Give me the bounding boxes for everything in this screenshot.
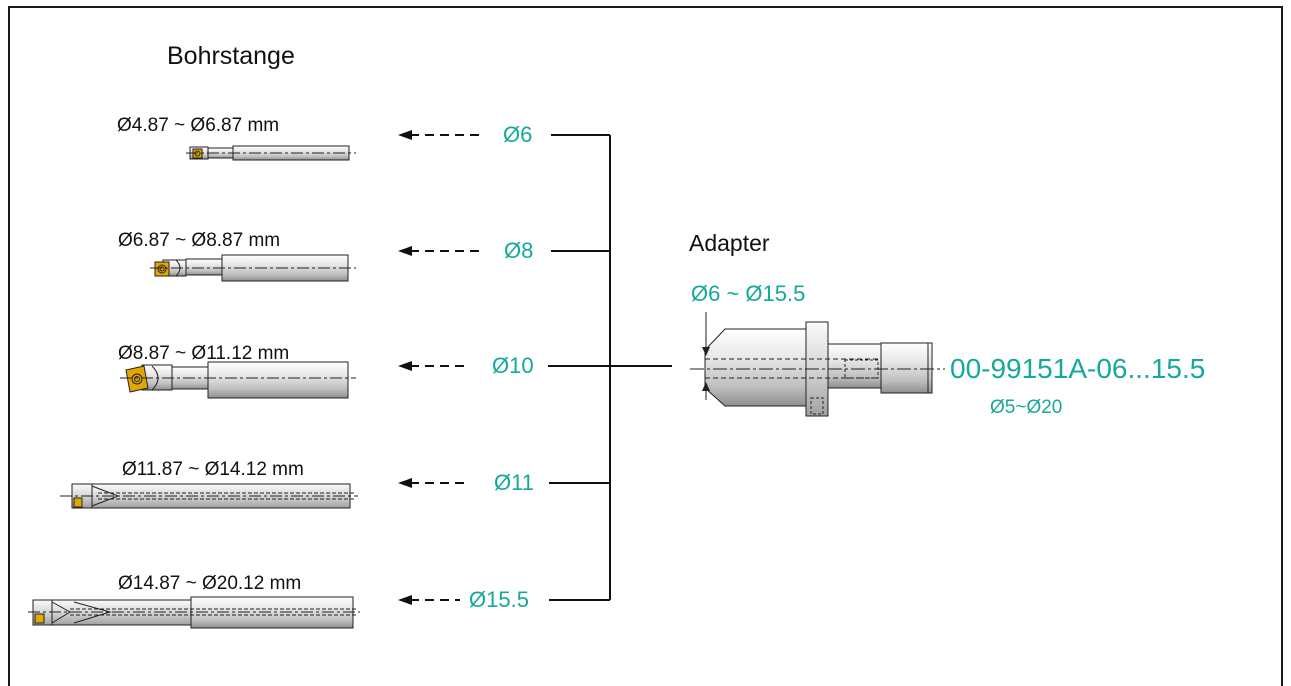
adapter-part-number: 00-99151A-06...15.5: [950, 353, 1206, 384]
shank-diameter-label-5: Ø15.5: [469, 587, 529, 612]
shank-diameter-label-4: Ø11: [494, 470, 534, 495]
boring-bar-4-image: [60, 483, 358, 509]
bar-range-label-4: Ø11.87 ~ Ø14.12 mm: [122, 459, 304, 480]
connector-bracket: [548, 134, 672, 601]
arrow-4: [398, 478, 470, 488]
arrow-1: [398, 130, 480, 140]
boring-bar-2-image: [150, 254, 356, 282]
adapter-image: [690, 312, 945, 417]
arrow-3: [398, 361, 468, 371]
shank-diameter-label-2: Ø8: [504, 238, 534, 263]
bar-range-label-1: Ø4.87 ~ Ø6.87 mm: [117, 115, 280, 136]
diagram-frame: [8, 6, 1283, 686]
adapter-title: Adapter: [689, 230, 770, 256]
boring-bar-3-image: [120, 361, 356, 399]
bar-range-label-2: Ø6.87 ~ Ø8.87 mm: [118, 230, 281, 251]
bar-range-label-5: Ø14.87 ~ Ø20.12 mm: [118, 573, 302, 594]
adapter-shank-range: Ø5~Ø20: [990, 397, 1063, 418]
shank-diameter-label-3: Ø10: [492, 353, 534, 378]
bar-range-label-3: Ø8.87 ~ Ø11.12 mm: [118, 343, 290, 364]
arrow-2: [398, 246, 480, 256]
adapter-bore-range: Ø6 ~ Ø15.5: [691, 281, 806, 306]
shank-diameter-label-1: Ø6: [503, 122, 533, 147]
boring-bar-1-image: [186, 145, 356, 161]
boring-bar-5-image: [28, 596, 360, 629]
arrow-5: [398, 595, 460, 605]
dashed-arrows: [398, 130, 480, 605]
section-title: Bohrstange: [167, 42, 295, 70]
